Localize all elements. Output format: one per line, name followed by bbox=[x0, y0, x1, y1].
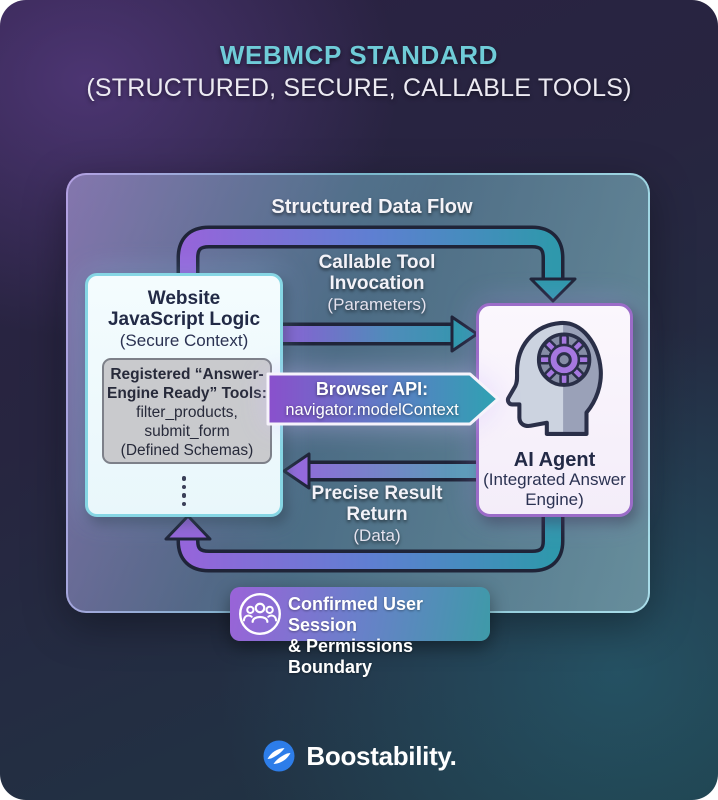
invocation-line2: Invocation bbox=[329, 273, 425, 294]
top-loop-arrow bbox=[180, 229, 561, 288]
registered-tools-box: Registered “Answer- Engine Ready” Tools:… bbox=[102, 358, 272, 464]
session-badge-text: Confirmed User Session & Permissions Bou… bbox=[288, 594, 486, 678]
result-line1: Precise Result bbox=[311, 483, 443, 504]
ai-box-text: AI Agent (Integrated Answer Engine) bbox=[479, 450, 630, 510]
tools-line5: (Defined Schemas) bbox=[120, 442, 254, 459]
website-logic-box: Website JavaScript Logic (Secure Context… bbox=[85, 273, 283, 517]
browser-api-line2: navigator.modelContext bbox=[285, 401, 459, 419]
result-line3: (Data) bbox=[353, 526, 401, 545]
brand-logo-icon bbox=[263, 740, 295, 772]
flow-heading: Structured Data Flow bbox=[271, 196, 473, 218]
badge-line1: Confirmed User Session bbox=[288, 594, 424, 635]
invocation-arrowhead-right bbox=[450, 315, 479, 353]
result-label: Precise Result Return (Data) bbox=[277, 483, 477, 546]
result-line2: Return bbox=[346, 504, 408, 525]
users-group-icon bbox=[239, 593, 281, 635]
tools-line3: filter_products, bbox=[136, 404, 238, 421]
invocation-line1: Callable Tool bbox=[318, 252, 436, 273]
ai-box-title: AI Agent bbox=[513, 449, 596, 471]
badge-line2: & Permissions Boundary bbox=[288, 636, 414, 677]
result-arrowhead-left bbox=[282, 452, 311, 490]
website-box-title: Website JavaScript Logic (Secure Context… bbox=[88, 288, 280, 351]
browser-api-label: Browser API: navigator.modelContext bbox=[272, 379, 472, 421]
session-badge: Confirmed User Session & Permissions Bou… bbox=[230, 587, 490, 677]
bottom-loop-arrowhead-up bbox=[164, 514, 212, 541]
ai-box-line3: Engine) bbox=[525, 490, 584, 509]
tools-line1: Registered “Answer- bbox=[110, 366, 264, 383]
ellipsis-dots bbox=[88, 476, 280, 506]
tools-line2: Engine Ready” Tools: bbox=[107, 385, 267, 402]
browser-api-line1: Browser API: bbox=[315, 379, 429, 399]
website-box-line2: JavaScript Logic bbox=[107, 309, 261, 330]
page-title: WEBMCP STANDARD bbox=[219, 40, 499, 70]
page-subtitle: (STRUCTURED, SECURE, CALLABLE TOOLS) bbox=[86, 74, 632, 102]
tools-line4: submit_form bbox=[144, 423, 230, 440]
ai-box-line2: (Integrated Answer bbox=[483, 470, 626, 489]
top-loop-arrowhead-down bbox=[529, 277, 577, 303]
ai-head-gear-icon bbox=[505, 321, 603, 436]
brand-name: Boostability. bbox=[306, 740, 457, 771]
brand-footer: Boostability. bbox=[0, 738, 718, 774]
invocation-label: Callable Tool Invocation (Parameters) bbox=[277, 252, 477, 315]
invocation-line3: (Parameters) bbox=[327, 295, 427, 314]
bottom-loop-arrow bbox=[180, 515, 561, 569]
website-box-line1: Website bbox=[147, 288, 221, 309]
website-box-line3: (Secure Context) bbox=[119, 331, 249, 350]
ai-agent-box: AI Agent (Integrated Answer Engine) bbox=[476, 303, 633, 517]
